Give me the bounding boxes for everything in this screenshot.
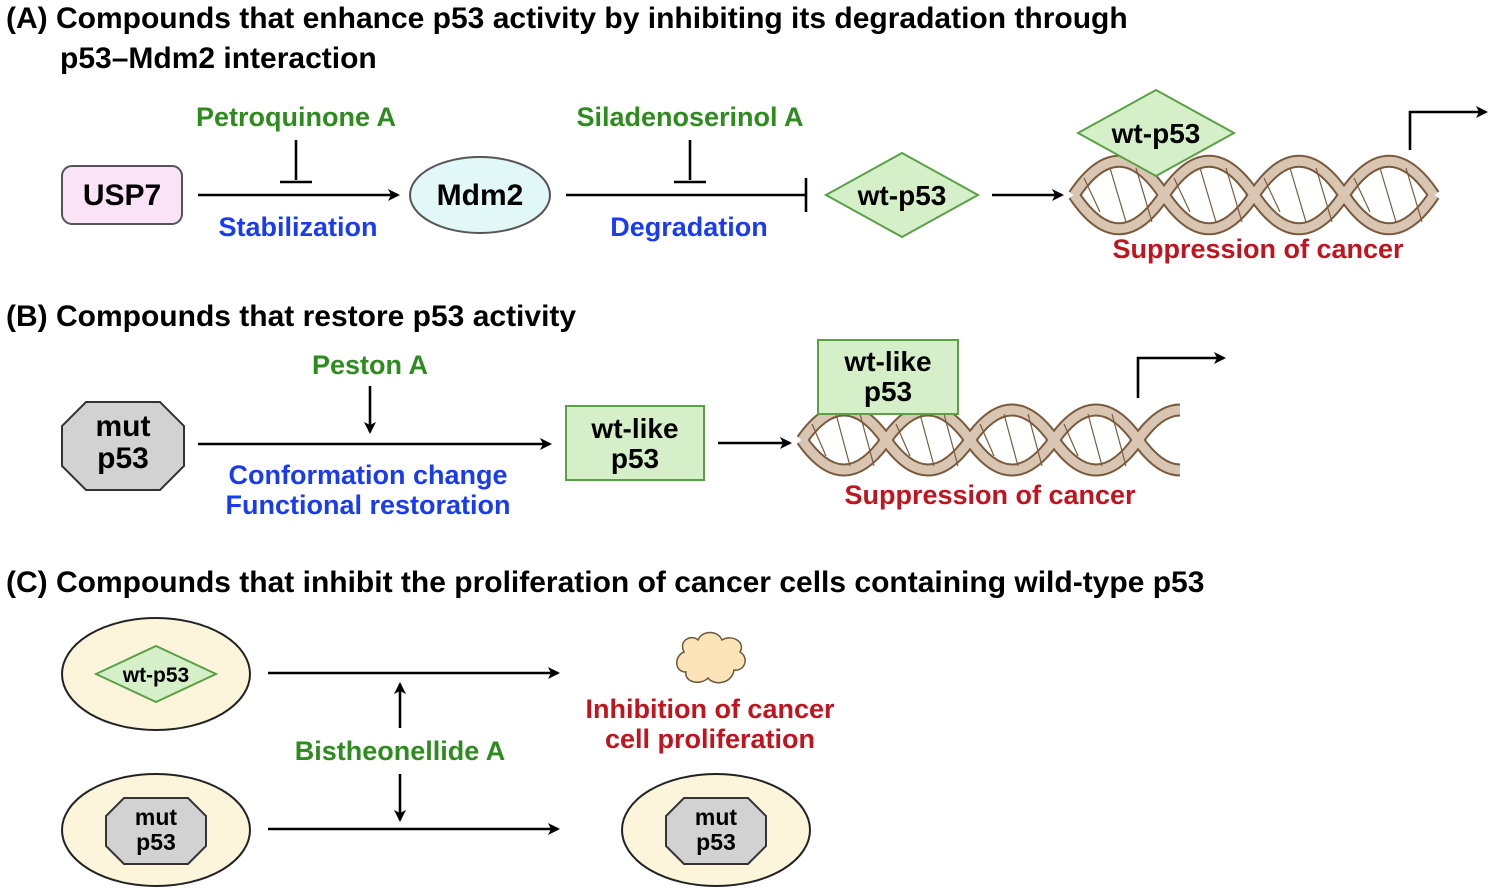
cell-debris-cloud-icon xyxy=(676,631,746,684)
section-a-heading-line2: p53–Mdm2 interaction xyxy=(60,42,377,75)
suppression-label-b: Suppression of cancer xyxy=(844,480,1136,510)
cell3-mut-label-line1: mut xyxy=(695,804,738,830)
section-b-heading: (B) Compounds that restore p53 activity xyxy=(6,300,576,333)
section-a-heading-line1: (A) Compounds that enhance p53 activity … xyxy=(6,2,1128,35)
transcription-arrow-icon xyxy=(1408,106,1488,150)
dna-helix-icon-b xyxy=(796,403,1181,477)
wt-like-p53-bound-line1: wt-like xyxy=(843,346,931,377)
conformation-change-label: Conformation change xyxy=(228,460,507,490)
section-c-heading: (C) Compounds that inhibit the prolifera… xyxy=(6,566,1204,599)
mdm2-ellipse: Mdm2 xyxy=(409,156,551,234)
bistheonellide-a-label: Bistheonellide A xyxy=(295,736,506,766)
wt-like-p53-box: wt-like p53 xyxy=(565,405,705,481)
siladenoserinol-a-label: Siladenoserinol A xyxy=(576,102,803,132)
inhibition-label-line1: Inhibition of cancer xyxy=(585,694,835,724)
petroquinone-a-label: Petroquinone A xyxy=(196,102,396,132)
mut-p53-label-line2: p53 xyxy=(97,442,149,475)
wt-p53-bound-label: wt-p53 xyxy=(1111,118,1201,149)
wt-p53-bound-diamond: wt-p53 xyxy=(1075,88,1237,178)
mut-p53-octagon: mut p53 xyxy=(61,401,185,491)
wt-p53-label: wt-p53 xyxy=(857,180,947,211)
mut-p53-label-line1: mut xyxy=(96,410,151,443)
suppression-label-a: Suppression of cancer xyxy=(1112,234,1404,264)
wt-like-p53-bound-line2: p53 xyxy=(864,376,912,407)
cancer-cell-mut-after: mut p53 xyxy=(621,773,811,887)
cell3-mut-label-line2: p53 xyxy=(696,829,736,855)
wt-p53-diamond: wt-p53 xyxy=(823,151,981,239)
wt-like-p53-label-line1: wt-like xyxy=(590,413,678,444)
dna-helix-icon xyxy=(1068,154,1440,236)
cell2-mut-label-line1: mut xyxy=(135,804,178,830)
wt-like-p53-bound-box: wt-like p53 xyxy=(817,339,959,415)
cancer-cell-wt: wt-p53 xyxy=(61,617,251,731)
usp7-label: USP7 xyxy=(83,179,161,212)
degradation-label: Degradation xyxy=(610,212,768,242)
transcription-arrow-icon-b xyxy=(1136,352,1226,398)
cell-wt-p53-label: wt-p53 xyxy=(122,664,190,687)
functional-restoration-label: Functional restoration xyxy=(225,490,510,520)
peston-a-label: Peston A xyxy=(312,350,428,380)
inhibition-label-line2: cell proliferation xyxy=(605,724,815,754)
cell2-mut-label-line2: p53 xyxy=(136,829,176,855)
wt-like-p53-label-line2: p53 xyxy=(611,443,659,474)
cancer-cell-mut-before: mut p53 xyxy=(61,773,251,887)
mdm2-label: Mdm2 xyxy=(437,179,524,212)
usp7-box: USP7 xyxy=(61,165,183,225)
stabilization-label: Stabilization xyxy=(218,212,377,242)
